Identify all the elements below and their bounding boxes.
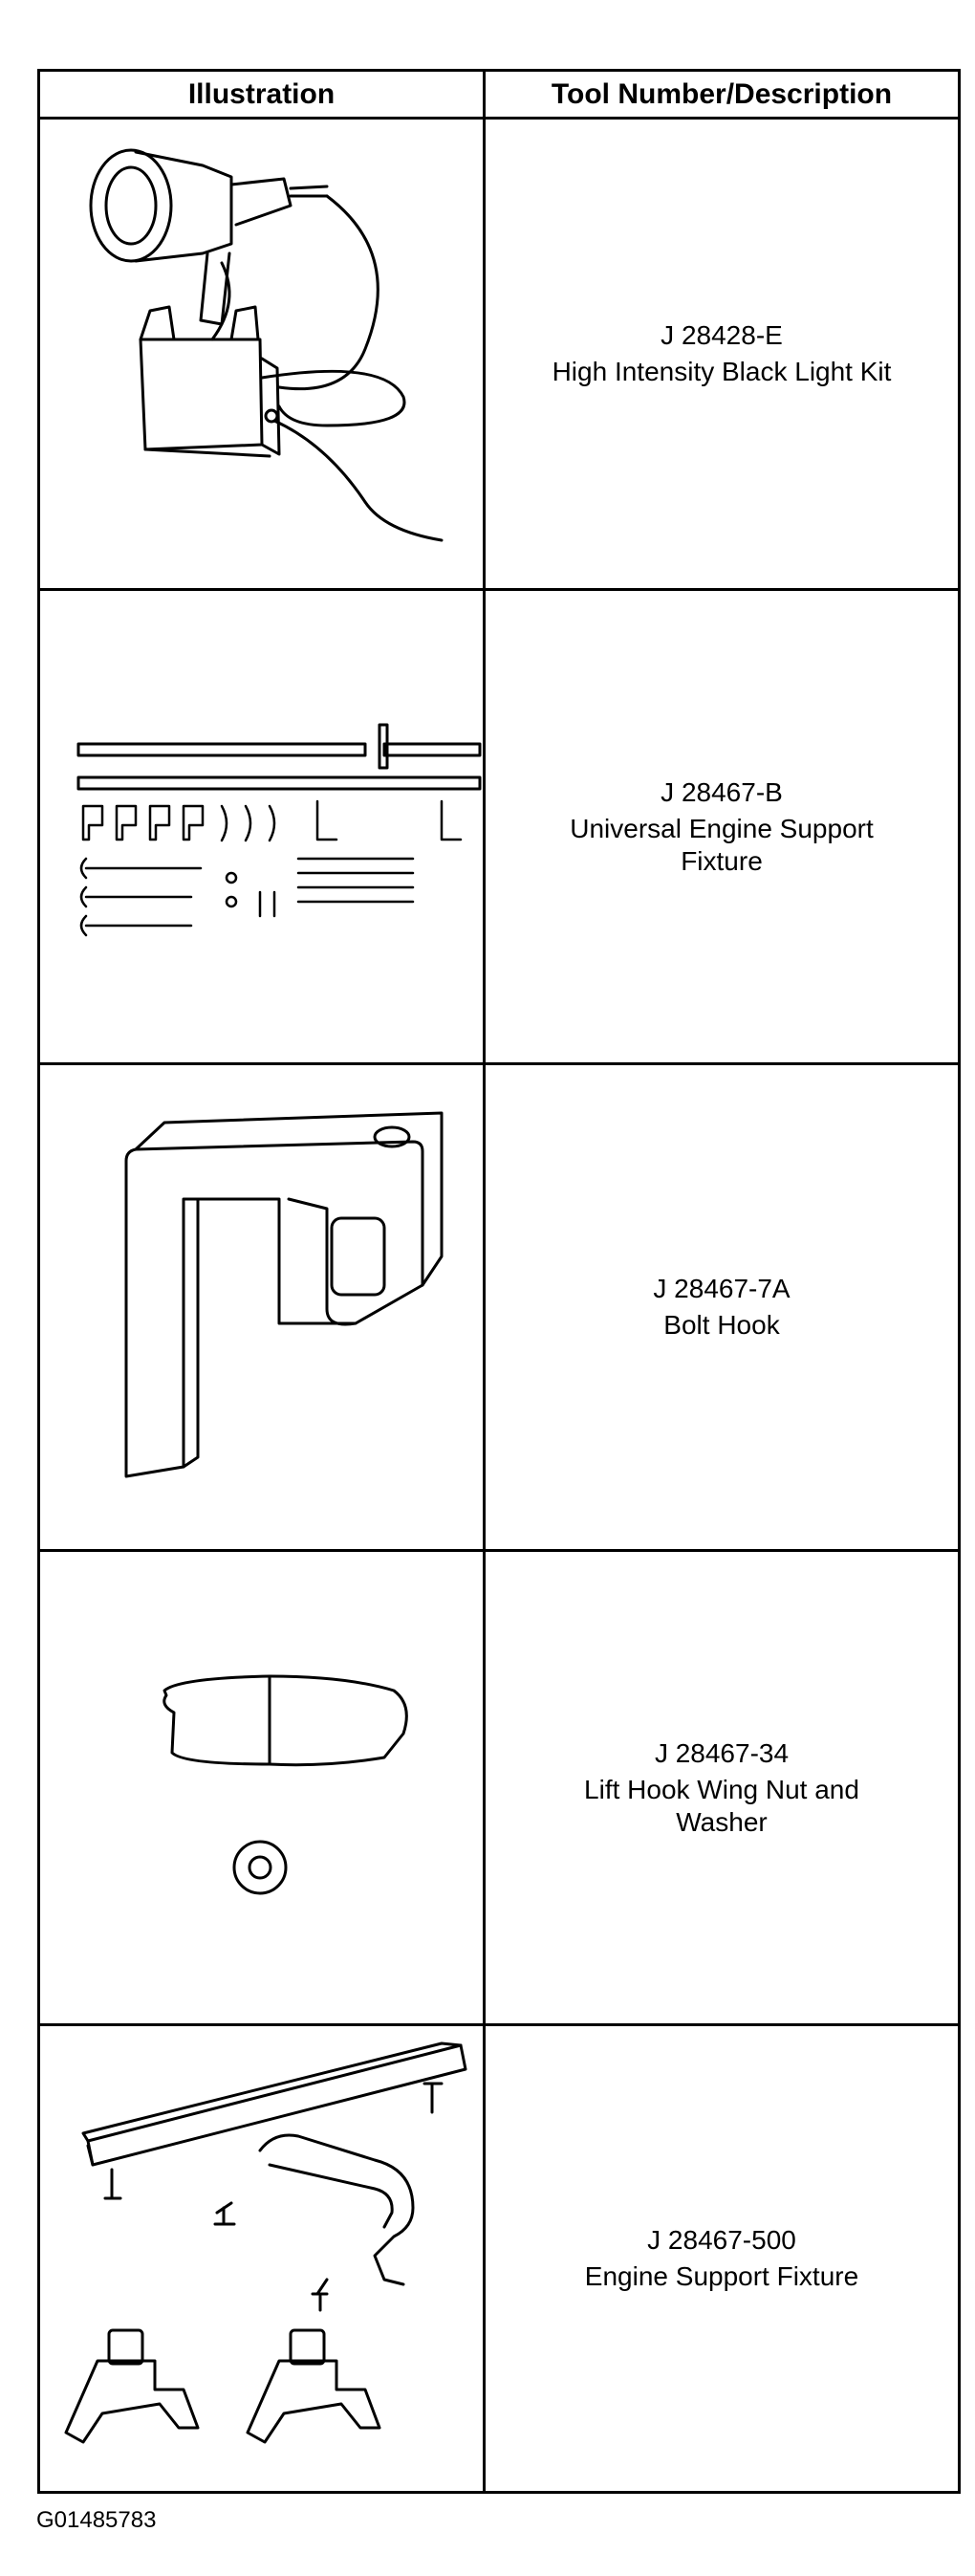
tool-description: Lift Hook Wing Nut and Washer [584, 1774, 859, 1837]
engine-support-parts-icon [76, 723, 482, 937]
black-light-kit-icon [89, 148, 444, 542]
tool-table: Illustration Tool Number/Description [37, 69, 961, 2494]
tool-number: J 28467-500 [647, 2225, 796, 2255]
description-cell: J 28428-E High Intensity Black Light Kit [486, 120, 958, 588]
tool-number: J 28467-7A [653, 1274, 791, 1303]
description-cell: J 28467-B Universal Engine Support Fixtu… [486, 591, 958, 1062]
tool-description: Engine Support Fixture [584, 2261, 859, 2291]
illustration-cell [40, 591, 486, 1062]
header-illustration: Illustration [40, 72, 486, 120]
tool-number: J 28428-E [661, 320, 783, 350]
illustration-cell [40, 1065, 486, 1549]
illustration-cell [40, 120, 486, 588]
table-row: J 28428-E High Intensity Black Light Kit [40, 120, 958, 591]
bolt-hook-icon [124, 1111, 444, 1478]
description-cell: J 28467-500 Engine Support Fixture [486, 2026, 958, 2491]
illustration-cell [40, 1552, 486, 2023]
description-cell: J 28467-34 Lift Hook Wing Nut and Washer [486, 1552, 958, 2023]
figure-id: G01485783 [36, 2507, 157, 2533]
table-row: J 28467-500 Engine Support Fixture [40, 2026, 958, 2491]
header-tool-description: Tool Number/Description [486, 72, 958, 120]
tool-number: J 28467-B [661, 776, 783, 807]
tool-number: J 28467-34 [654, 1737, 790, 1768]
tool-description: Universal Engine Support Fixture [570, 813, 874, 876]
table-row: J 28467-7A Bolt Hook [40, 1065, 958, 1552]
tool-description: High Intensity Black Light Kit [552, 357, 892, 386]
description-cell: J 28467-7A Bolt Hook [486, 1065, 958, 1549]
table-row: J 28467-34 Lift Hook Wing Nut and Washer [40, 1552, 958, 2026]
tool-description: Bolt Hook [663, 1310, 780, 1340]
illustration-cell [40, 2026, 486, 2491]
engine-support-fixture-icon [64, 2041, 467, 2444]
table-row: J 28467-B Universal Engine Support Fixtu… [40, 591, 958, 1065]
wing-nut-washer-icon [162, 1674, 408, 1895]
